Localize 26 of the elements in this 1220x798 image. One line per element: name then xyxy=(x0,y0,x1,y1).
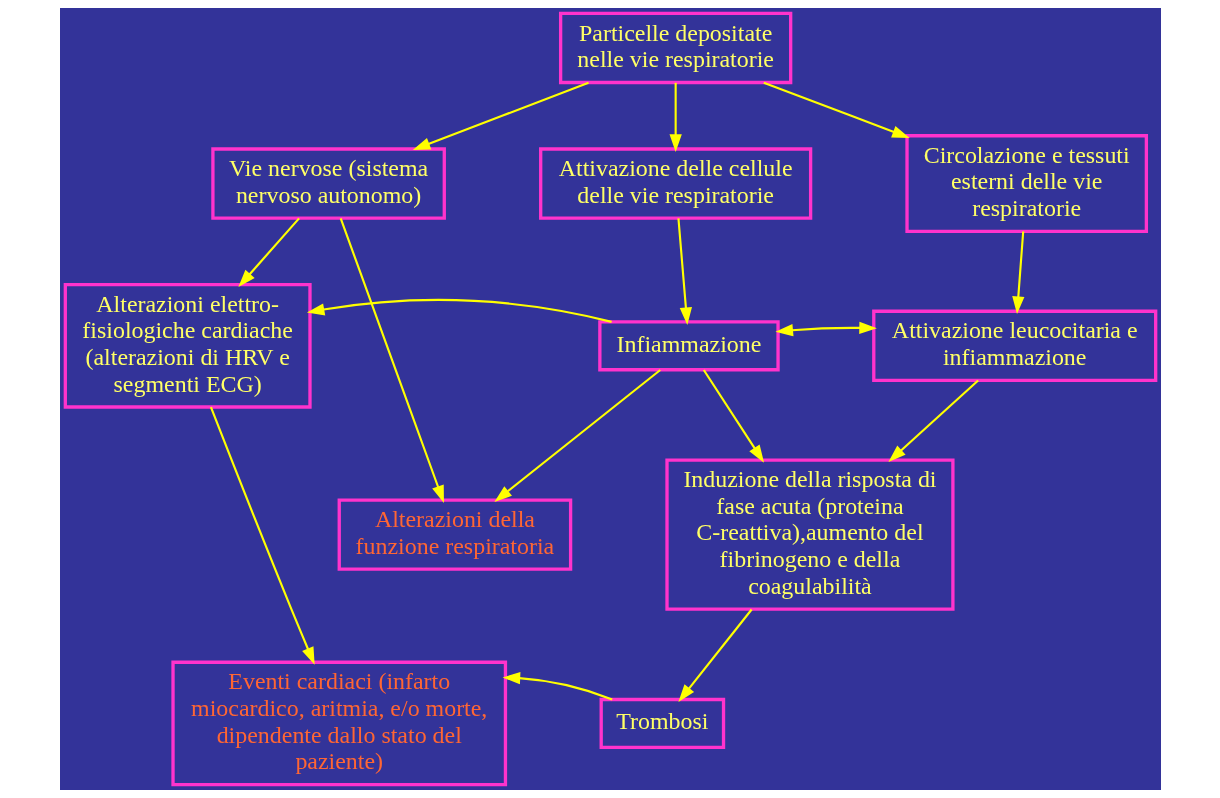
node-box: Attivazione delle cellule delle vie respiratorie xyxy=(538,147,812,220)
node-box: Eventi cardiaci (infarto miocardico, aritmia, e/o morte, dipendente dallo stato del paziente) xyxy=(170,660,507,787)
arrow xyxy=(669,82,682,152)
arrow xyxy=(1011,231,1024,314)
arrow xyxy=(209,406,315,665)
node-box: Particelle depositate nelle vie respiratorie xyxy=(558,11,792,85)
arrow xyxy=(493,369,661,502)
node-box: Alterazioni elettro-fisiologiche cardiache (alterazioni di HRV e segmenti ECG) xyxy=(63,282,312,409)
arrow xyxy=(339,217,444,503)
node-box: Trombosi xyxy=(599,697,725,750)
node-box: Induzione della risposta di fase acuta (proteina C-reattiva),aumento del fibrinogeno e della coagulabilità xyxy=(664,458,955,611)
arrow xyxy=(676,218,692,326)
node-box: Alterazioni della funzione respiratoria xyxy=(337,498,572,571)
node-box: Circolazione e tessuti esterni delle vie respiratorie xyxy=(904,134,1148,234)
arrow xyxy=(702,369,764,463)
arrow xyxy=(762,81,910,138)
arrow xyxy=(412,81,589,150)
arrow xyxy=(502,672,613,701)
node-box: Attivazione leucocitaria e infiammazione xyxy=(871,309,1157,383)
arrow xyxy=(887,379,979,462)
node-box: Vie nervose (sistema nervoso autonomo) xyxy=(210,147,446,220)
arrow xyxy=(677,608,752,702)
arrow xyxy=(237,217,300,288)
node-box: Infiammazione xyxy=(597,320,780,372)
arrow xyxy=(306,298,612,323)
arrow xyxy=(774,321,877,337)
